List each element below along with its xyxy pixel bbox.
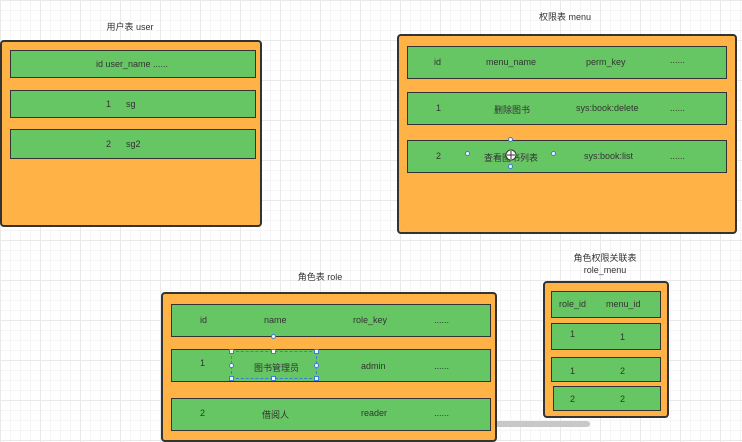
- selection-box[interactable]: [231, 351, 317, 379]
- role-menu-table-row[interactable]: 1 1: [551, 323, 661, 350]
- role-cell-name: name: [264, 315, 287, 325]
- rotate-handle[interactable]: [271, 334, 276, 339]
- menu-cell-name: 删除图书: [494, 105, 531, 115]
- menu-table-row-header[interactable]: id menu_name perm_key ......: [407, 46, 727, 79]
- resize-handle[interactable]: [229, 376, 234, 381]
- menu-table-title: 权限表 menu: [538, 12, 591, 22]
- role-cell-name: 借阅人: [262, 410, 290, 420]
- menu-cell-id: 1: [436, 103, 442, 113]
- role-menu-cell-role-id: 2: [570, 394, 576, 404]
- role-menu-title-line1: 角色权限关联表: [573, 253, 637, 263]
- role-menu-cell-menu-id: 1: [620, 332, 626, 342]
- user-table-row[interactable]: 2 sg2: [10, 129, 256, 159]
- menu-cell-name: menu_name: [486, 57, 537, 67]
- resize-handle[interactable]: [314, 349, 319, 354]
- resize-handle[interactable]: [314, 376, 319, 381]
- menu-cell-perm: sys:book:list: [584, 151, 634, 161]
- user-cell-id: 2: [106, 139, 112, 149]
- resize-handle[interactable]: [508, 137, 513, 142]
- menu-cell-perm: perm_key: [586, 57, 626, 67]
- role-cell-id: 2: [200, 408, 206, 418]
- role-menu-cell-menu-id: 2: [620, 394, 626, 404]
- role-menu-cell-menu-id: menu_id: [606, 299, 641, 309]
- resize-handle[interactable]: [271, 349, 276, 354]
- role-cell-name: 图书管理员: [254, 363, 300, 373]
- menu-cell-more: ......: [670, 55, 686, 65]
- role-menu-table[interactable]: role_id menu_id 1 1 1 2 2 2: [543, 281, 669, 418]
- role-menu-cell-role-id: 1: [570, 366, 576, 376]
- user-table[interactable]: id user_name ...... 1 sg 2 sg2: [0, 40, 262, 227]
- role-cell-id: 1: [200, 358, 206, 368]
- user-cell-name: sg: [126, 99, 136, 109]
- user-cell-id: 1: [106, 99, 112, 109]
- role-menu-title-line2: role_menu: [583, 265, 627, 275]
- role-menu-cell-role-id: 1: [570, 329, 576, 339]
- user-table-title: 用户表 user: [106, 22, 154, 32]
- move-cursor-icon[interactable]: [505, 148, 517, 161]
- role-table-row-header[interactable]: id name role_key ......: [171, 304, 491, 337]
- user-table-row-header[interactable]: id user_name ......: [10, 50, 256, 78]
- resize-handle[interactable]: [314, 363, 319, 368]
- resize-handle[interactable]: [271, 376, 276, 381]
- role-cell-key: reader: [361, 408, 388, 418]
- menu-cell-more: ......: [670, 151, 686, 161]
- role-menu-table-row-header[interactable]: role_id menu_id: [551, 291, 661, 318]
- resize-handle[interactable]: [551, 151, 556, 156]
- menu-cell-id: id: [434, 57, 442, 67]
- resize-handle[interactable]: [229, 349, 234, 354]
- role-cell-more: ......: [434, 315, 450, 325]
- menu-table-row[interactable]: 1 删除图书 sys:book:delete ......: [407, 92, 727, 125]
- role-table-row[interactable]: 2 借阅人 reader ......: [171, 398, 491, 431]
- role-table[interactable]: id name role_key ...... 1 图书管理员 admin ..…: [161, 292, 497, 442]
- menu-cell-id: 2: [436, 151, 442, 161]
- resize-handle[interactable]: [508, 164, 513, 169]
- user-header-cell: id user_name ......: [96, 59, 169, 69]
- role-menu-table-title: 角色权限关联表 role_menu: [555, 252, 655, 276]
- menu-table-row[interactable]: 2 查看图书列表 sys:book:list ......: [407, 140, 727, 173]
- role-cell-more: ......: [434, 408, 450, 418]
- menu-cell-perm: sys:book:delete: [576, 103, 639, 113]
- role-menu-table-row[interactable]: 1 2: [551, 357, 661, 382]
- user-cell-name: sg2: [126, 139, 141, 149]
- role-cell-key: role_key: [353, 315, 388, 325]
- role-table-row[interactable]: 1 图书管理员 admin ......: [171, 349, 491, 382]
- role-menu-cell-menu-id: 2: [620, 366, 626, 376]
- resize-handle[interactable]: [465, 151, 470, 156]
- role-cell-key: admin: [361, 361, 386, 371]
- menu-cell-more: ......: [670, 103, 686, 113]
- role-cell-id: id: [200, 315, 208, 325]
- role-table-title: 角色表 role: [297, 272, 343, 282]
- menu-table[interactable]: id menu_name perm_key ...... 1 删除图书 sys:…: [397, 34, 737, 234]
- role-menu-cell-role-id: role_id: [559, 299, 587, 309]
- role-cell-more: ......: [434, 361, 450, 371]
- resize-handle[interactable]: [229, 363, 234, 368]
- user-table-row[interactable]: 1 sg: [10, 90, 256, 118]
- role-menu-table-row[interactable]: 2 2: [553, 386, 661, 411]
